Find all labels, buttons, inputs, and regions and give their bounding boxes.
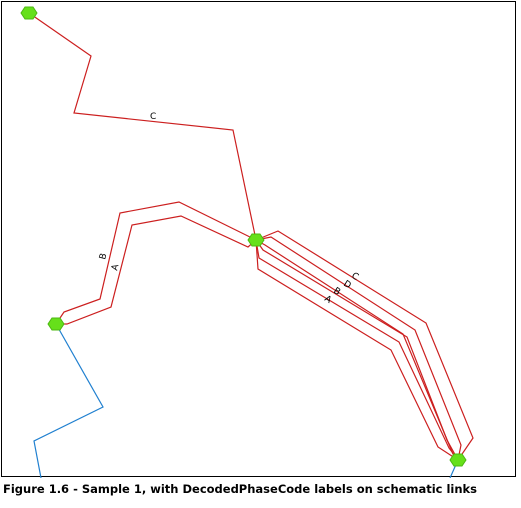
schematic-diagram: C B A C D B A	[1, 1, 516, 478]
link-right-middle[interactable]	[255, 236, 462, 462]
link-label-right-c: C	[349, 271, 360, 283]
link-label-right-b: B	[331, 286, 342, 298]
link-label-left-b: B	[98, 252, 109, 260]
link-label-top-c: C	[150, 112, 156, 122]
node-center[interactable]	[247, 233, 265, 247]
link-label-right-a: A	[322, 294, 333, 306]
link-left-ab[interactable]	[54, 201, 258, 325]
node-left[interactable]	[47, 317, 65, 331]
schematic-canvas: C B A C D B A	[20, 6, 474, 478]
link-right-outer[interactable]	[255, 230, 474, 462]
figure-caption: Figure 1.6 - Sample 1, with DecodedPhase…	[3, 482, 478, 496]
link-label-right-d: D	[341, 279, 352, 291]
link-label-left-a: A	[110, 263, 121, 272]
link-top-c[interactable]	[28, 12, 257, 241]
link-blue-lower-left[interactable]	[33, 323, 104, 478]
node-bottom-right[interactable]	[449, 453, 467, 467]
node-top-left[interactable]	[20, 6, 38, 20]
